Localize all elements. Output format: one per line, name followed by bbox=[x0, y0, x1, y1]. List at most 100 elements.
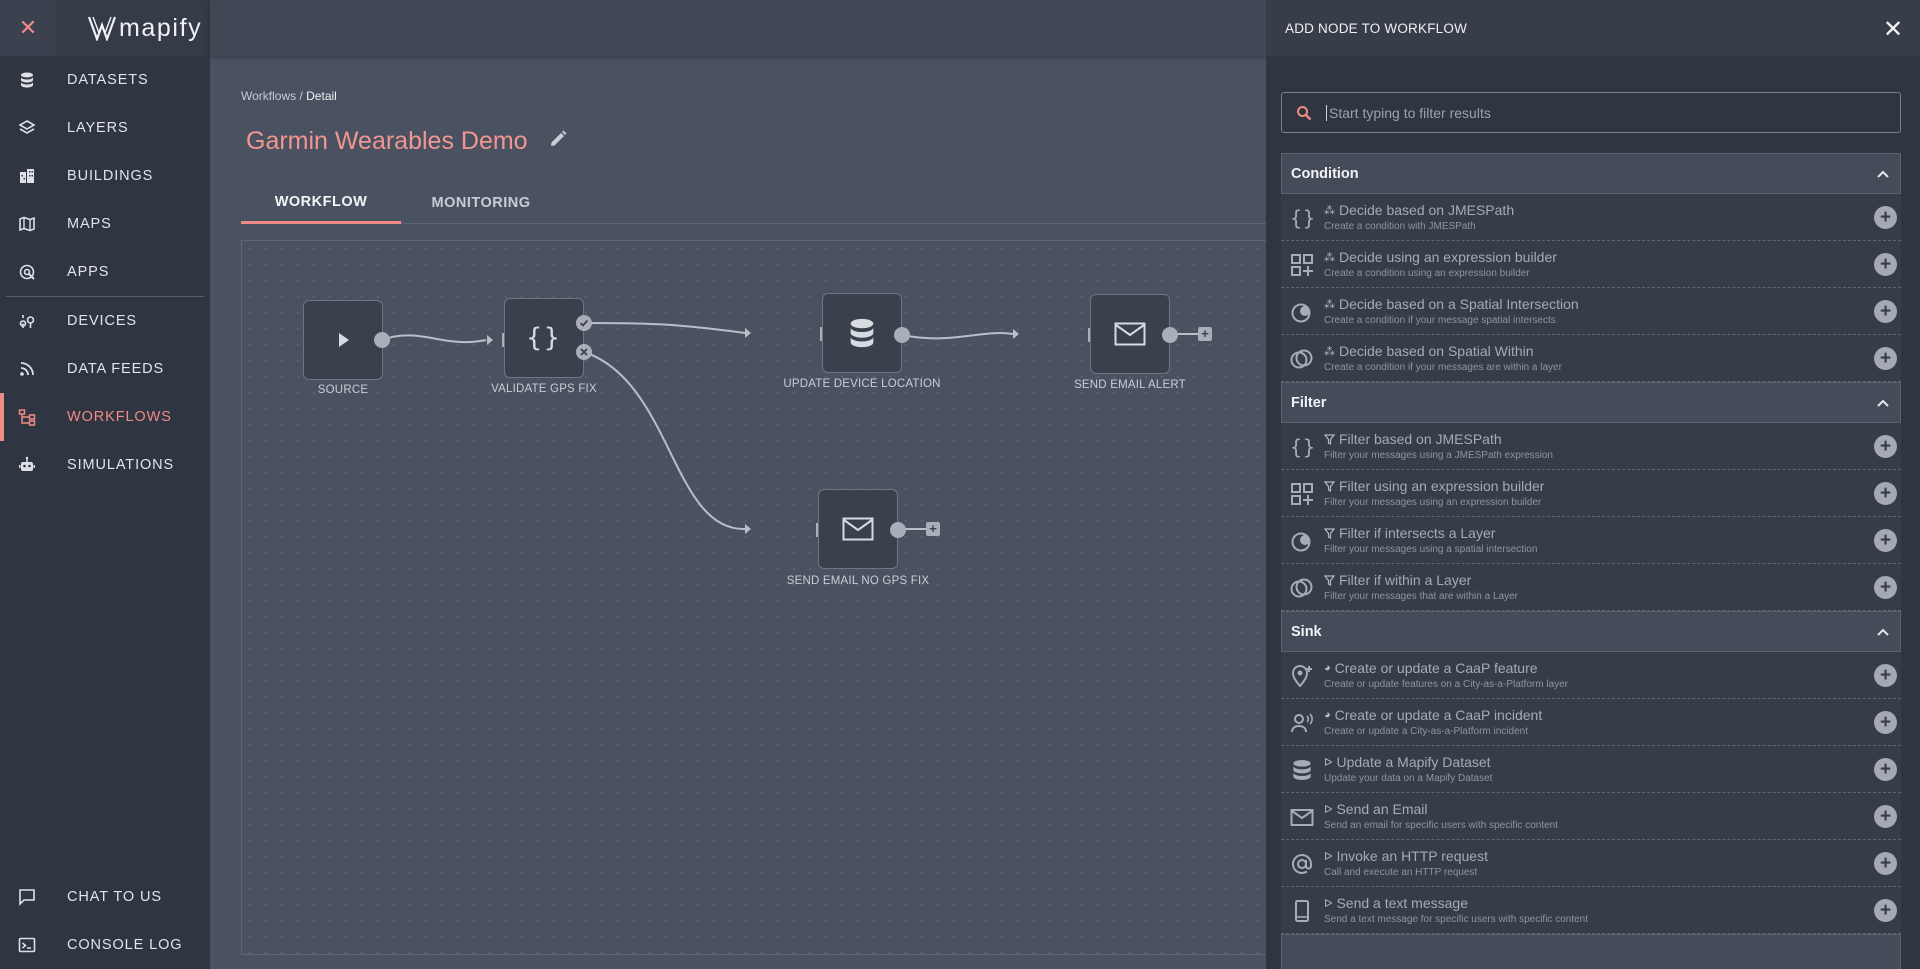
add-next-node-button[interactable]: + bbox=[1198, 327, 1212, 341]
sidebar-item-simulations[interactable]: SIMULATIONS bbox=[0, 441, 210, 489]
add-node-button[interactable]: + bbox=[1874, 899, 1897, 922]
add-node-button[interactable]: + bbox=[1874, 529, 1897, 552]
section-filter-header[interactable]: Filter bbox=[1281, 382, 1901, 423]
intersect-icon bbox=[1291, 532, 1311, 552]
item-description: Filter your messages using an expression… bbox=[1324, 497, 1542, 508]
node-send-email-no-gps-fix[interactable] bbox=[818, 489, 898, 569]
tab-workflow[interactable]: WORKFLOW bbox=[241, 182, 401, 224]
add-node-button[interactable]: + bbox=[1874, 758, 1897, 781]
node-output-port[interactable] bbox=[1162, 327, 1178, 343]
braces-icon: {} bbox=[1290, 206, 1317, 230]
search-icon bbox=[1297, 105, 1312, 120]
add-node-button[interactable]: + bbox=[1874, 435, 1897, 458]
layers-icon bbox=[18, 120, 36, 134]
section-condition-header[interactable]: Condition bbox=[1281, 153, 1901, 194]
node-send-email-alert[interactable] bbox=[1090, 294, 1170, 374]
sidebar-item-buildings[interactable]: BUILDINGS bbox=[0, 152, 210, 200]
edit-title-button[interactable] bbox=[548, 127, 568, 156]
list-item[interactable]: {} ⁂Decide based on JMESPath Create a co… bbox=[1281, 194, 1901, 241]
list-item[interactable]: Filter if intersects a Layer Filter your… bbox=[1281, 517, 1901, 564]
node-output-port[interactable] bbox=[374, 332, 390, 348]
item-description: Send an email for specific users with sp… bbox=[1324, 820, 1558, 831]
list-item[interactable]: ⁂Decide based on Spatial Within Create a… bbox=[1281, 335, 1901, 382]
add-node-button[interactable]: + bbox=[1874, 852, 1897, 875]
list-item[interactable]: {} Filter based on JMESPath Filter your … bbox=[1281, 423, 1901, 470]
section-next-header[interactable] bbox=[1281, 934, 1901, 969]
node-false-port[interactable] bbox=[576, 344, 592, 360]
add-node-button[interactable]: + bbox=[1874, 206, 1897, 229]
close-icon: ✕ bbox=[18, 15, 38, 40]
search-box bbox=[1281, 92, 1901, 133]
node-output-port[interactable] bbox=[890, 522, 906, 538]
list-item[interactable]: ◕Create or update a CaaP feature Create … bbox=[1281, 652, 1901, 699]
close-panel-button[interactable]: ✕ bbox=[1883, 15, 1903, 44]
add-node-button[interactable]: + bbox=[1874, 347, 1897, 370]
sidebar-header: ✕ mapify bbox=[0, 0, 210, 56]
add-node-button[interactable]: + bbox=[1874, 253, 1897, 276]
map-marker-plus-icon bbox=[1291, 665, 1312, 688]
add-node-button[interactable]: + bbox=[1874, 482, 1897, 505]
sidebar-item-devices[interactable]: DEVICES bbox=[0, 297, 210, 345]
sidebar-item-apps[interactable]: APPS bbox=[0, 248, 210, 296]
play-icon bbox=[339, 333, 349, 347]
braces-icon: {} bbox=[1290, 435, 1317, 459]
filter-icon bbox=[1324, 480, 1335, 492]
sidebar-item-layers[interactable]: LAYERS bbox=[0, 104, 210, 152]
tab-monitoring[interactable]: MONITORING bbox=[401, 182, 561, 224]
list-item[interactable]: Filter if within a Layer Filter your mes… bbox=[1281, 564, 1901, 611]
sidebar-item-datasets[interactable]: DATASETS bbox=[0, 56, 210, 104]
list-item[interactable]: ⁂Decide using an expression builder Crea… bbox=[1281, 241, 1901, 288]
at-icon bbox=[1292, 854, 1312, 874]
node-validate-gps-fix[interactable]: {} bbox=[504, 298, 584, 378]
node-output-port[interactable] bbox=[894, 327, 910, 343]
breadcrumb-parent[interactable]: Workflows bbox=[241, 89, 297, 103]
item-description: Create a condition if your messages are … bbox=[1324, 362, 1562, 373]
add-node-button[interactable]: + bbox=[1874, 805, 1897, 828]
sidebar-item-maps[interactable]: MAPS bbox=[0, 200, 210, 248]
logo[interactable]: mapify bbox=[87, 14, 202, 43]
sidebar-item-chat[interactable]: CHAT TO US bbox=[0, 873, 210, 921]
add-node-button[interactable]: + bbox=[1874, 300, 1897, 323]
sink-icon: ᐅ bbox=[1324, 756, 1333, 769]
search-input[interactable] bbox=[1326, 104, 1886, 121]
sidebar-item-data-feeds[interactable]: DATA FEEDS bbox=[0, 345, 210, 393]
node-update-device-location[interactable] bbox=[822, 293, 902, 373]
edge-validate-nofix bbox=[583, 351, 746, 531]
workflow-canvas[interactable]: SOURCE {} VALIDATE GPS FIX UPDATE DEVICE… bbox=[241, 240, 1266, 955]
chevron-up-icon bbox=[1877, 170, 1889, 178]
add-node-button[interactable]: + bbox=[1874, 711, 1897, 734]
section-sink-header[interactable]: Sink bbox=[1281, 611, 1901, 652]
node-catalog-list: Condition {} ⁂Decide based on JMESPath C… bbox=[1281, 153, 1901, 969]
node-source[interactable] bbox=[303, 300, 383, 380]
item-description: Filter your messages using a JMESPath ex… bbox=[1324, 450, 1553, 461]
item-description: Create a condition using an expression b… bbox=[1324, 268, 1530, 279]
robot-icon bbox=[19, 456, 35, 471]
devices-icon bbox=[19, 315, 35, 328]
list-item[interactable]: ◕Create or update a CaaP incident Create… bbox=[1281, 699, 1901, 746]
buildings-icon bbox=[20, 169, 34, 183]
map-icon bbox=[19, 216, 35, 232]
page-title-row: Garmin Wearables Demo bbox=[246, 127, 568, 156]
list-item[interactable]: Filter using an expression builder Filte… bbox=[1281, 470, 1901, 517]
close-menu-button[interactable]: ✕ bbox=[0, 0, 56, 56]
console-icon bbox=[18, 937, 36, 953]
add-node-button[interactable]: + bbox=[1874, 576, 1897, 599]
sidebar-item-label: LAYERS bbox=[67, 120, 129, 136]
add-next-node-button[interactable]: + bbox=[926, 522, 940, 536]
breadcrumb-current: Detail bbox=[306, 89, 337, 103]
section-title: Condition bbox=[1291, 165, 1359, 182]
section-title: Filter bbox=[1291, 394, 1327, 411]
list-item[interactable]: ⁂Decide based on a Spatial Intersection … bbox=[1281, 288, 1901, 335]
sidebar-item-console-log[interactable]: CONSOLE LOG bbox=[0, 921, 210, 969]
sidebar-item-label: CONSOLE LOG bbox=[67, 937, 183, 953]
item-title: Filter if within a Layer bbox=[1339, 572, 1472, 588]
add-node-button[interactable]: + bbox=[1874, 664, 1897, 687]
database-icon bbox=[21, 72, 33, 88]
item-description: Filter your messages using a spatial int… bbox=[1324, 544, 1538, 555]
sidebar-item-workflows[interactable]: WORKFLOWS bbox=[0, 393, 210, 441]
node-true-port[interactable] bbox=[576, 315, 592, 331]
